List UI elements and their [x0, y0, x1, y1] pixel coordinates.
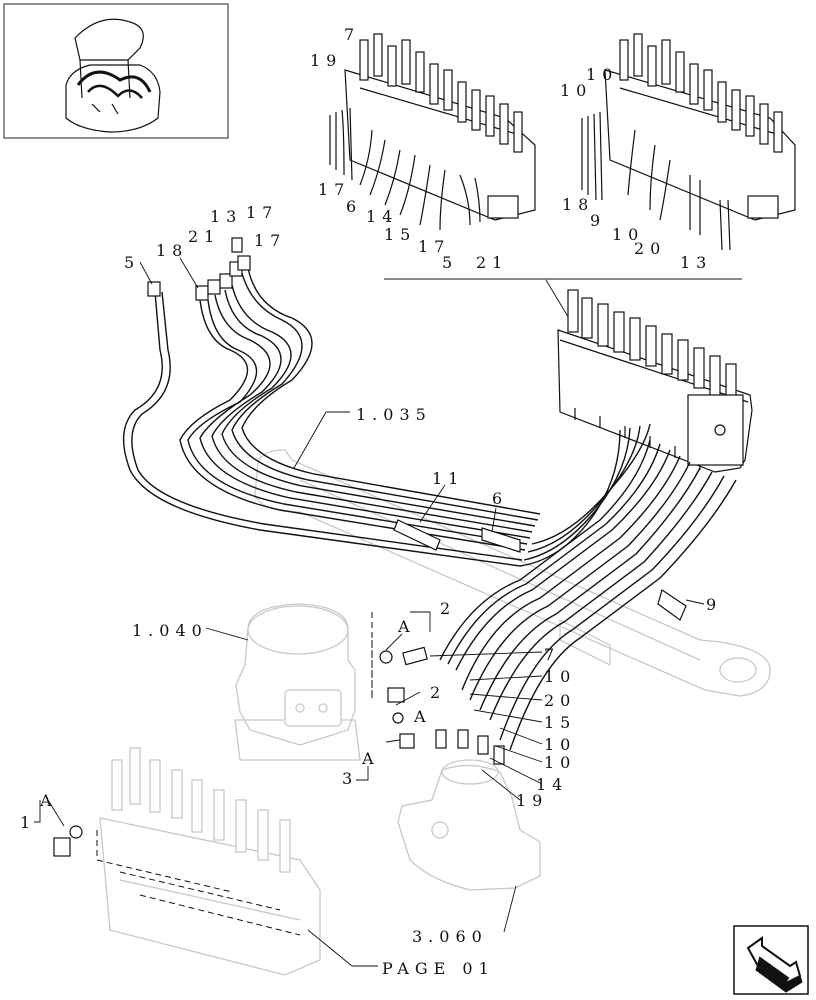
valve-bank-detail-right [581, 33, 796, 251]
callout-9: 9 [706, 595, 722, 614]
callout-right-10b: 10 [544, 735, 576, 754]
reference-1-040: 1.040 [132, 621, 208, 640]
main-valve-block [557, 289, 753, 473]
reference-1-035: 1.035 [356, 405, 432, 424]
ghost-control-valve [99, 747, 321, 976]
callout-right-15: 15 [544, 713, 576, 732]
hose-end-fittings [147, 237, 251, 301]
callout-hose-21: 21 [188, 227, 220, 246]
leader-lines [139, 257, 705, 967]
callout-top-left-6: 6 [346, 197, 362, 216]
callout-hose-17b: 17 [254, 231, 286, 250]
bracket-a-4: A [39, 791, 58, 810]
callout-top-left-14: 14 [366, 207, 398, 226]
reference-3-060: 3.060 [412, 927, 488, 946]
callout-hose-17a: 17 [246, 203, 278, 222]
callout-11: 11 [432, 469, 464, 488]
callout-top-left-19: 19 [310, 51, 342, 70]
lower-fittings-cluster [53, 646, 505, 857]
callout-1: 1 [20, 813, 36, 832]
callout-6: 6 [492, 489, 508, 508]
callout-top-left-15: 15 [384, 225, 416, 244]
bracket-a-3: A [361, 749, 380, 768]
pipe-11 [393, 519, 441, 551]
callout-top-left-17: 17 [318, 180, 350, 199]
ghost-swing-motor [234, 603, 361, 761]
elbow-9 [657, 589, 687, 621]
callout-right-20: 20 [544, 691, 576, 710]
bracket-a-2: A [413, 707, 432, 726]
callout-right-7: 7 [544, 645, 560, 664]
callout-top-left-17b: 17 [418, 237, 450, 256]
callout-2b: 2 [430, 683, 446, 702]
callout-top-right-20: 20 [634, 239, 666, 258]
fitting-1 [53, 837, 71, 857]
fitting-6 [481, 527, 521, 553]
callout-top-left-21: 21 [476, 253, 508, 272]
ghost-swivel-joint [397, 759, 541, 891]
hose-bundle [122, 264, 737, 751]
callout-top-right-9: 9 [590, 211, 606, 230]
navigation-arrow-button[interactable] [733, 925, 809, 995]
callout-right-10a: 10 [544, 667, 576, 686]
callout-top-left-7: 7 [344, 25, 360, 44]
callout-3: 3 [342, 769, 358, 788]
callout-top-right-13: 13 [680, 253, 712, 272]
callout-2a: 2 [440, 599, 456, 618]
callout-right-14: 14 [536, 775, 568, 794]
callout-top-right-10c: 10 [612, 225, 644, 244]
bracket-a-1: A [397, 617, 416, 636]
callout-hose-13: 13 [210, 207, 242, 226]
page-reference: PAGE 01 [382, 959, 495, 978]
callout-right-10c: 10 [544, 753, 576, 772]
callout-hose-18: 18 [156, 241, 188, 260]
callout-top-right-10a: 10 [586, 65, 618, 84]
detail-pointer [545, 279, 571, 321]
valve-bank-detail-left [329, 33, 536, 231]
callout-right-19: 19 [516, 791, 548, 810]
valve-dashed-outline [96, 830, 233, 893]
machine-thumbnail [3, 3, 229, 139]
callout-top-right-10b: 10 [560, 81, 592, 100]
callout-top-right-18: 18 [562, 195, 594, 214]
callout-top-left-5: 5 [442, 253, 458, 272]
callout-hose-5: 5 [124, 253, 140, 272]
